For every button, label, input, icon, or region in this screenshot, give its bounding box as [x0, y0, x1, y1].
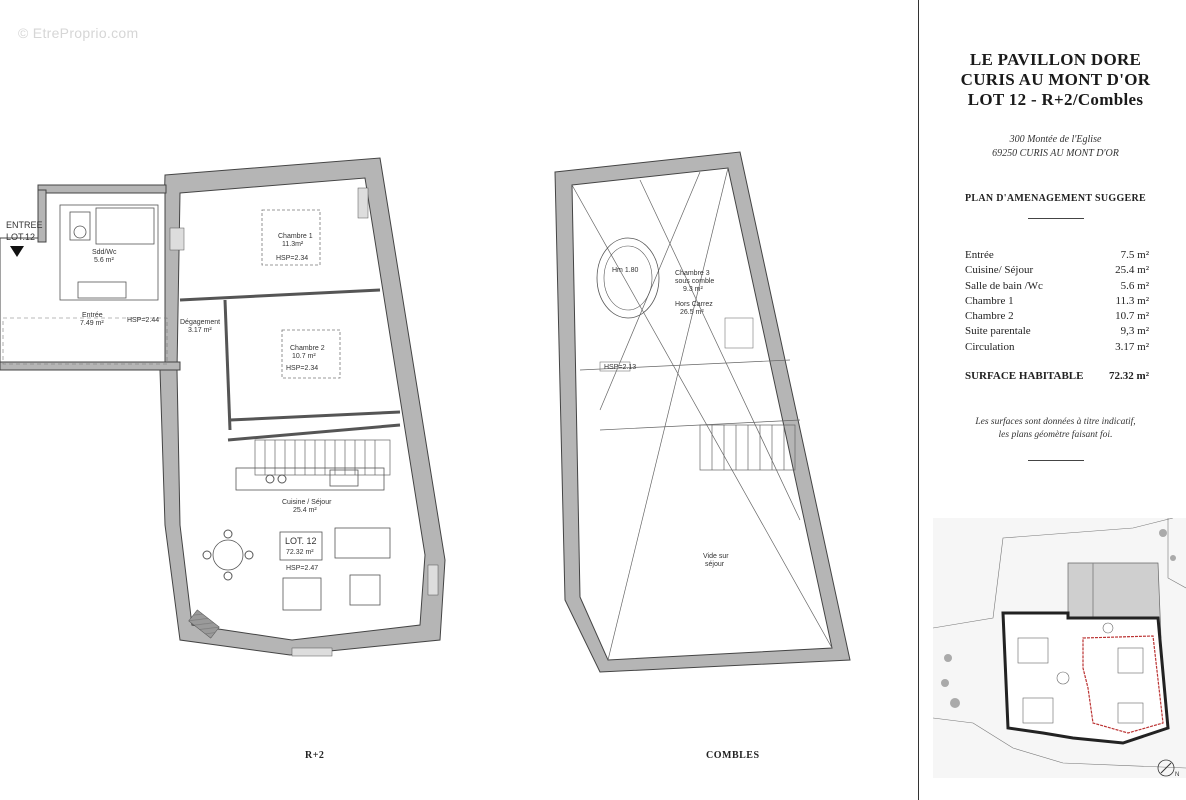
chambre2-name: Chambre 2 [290, 345, 325, 352]
chambre3-name: Chambre 3 [675, 270, 710, 277]
surface-name: Entrée [965, 249, 994, 261]
surface-name: Circulation [965, 340, 1015, 353]
combles-stairs [699, 424, 796, 471]
hors-carrez-area: 26.5 m² [680, 309, 704, 316]
note-rule [1027, 460, 1084, 461]
note-line-2: les plans géomètre faisant foi. [998, 430, 1113, 440]
surface-name: Chambre 1 [965, 294, 1014, 307]
section-rule [1027, 218, 1084, 219]
combles-bathtub [596, 237, 660, 319]
surface-row: Suite parentale 9,3 m² [965, 324, 1149, 339]
surface-name: Salle de bain /Wc [965, 279, 1043, 292]
cuisine-name: Cuisine / Séjour [282, 499, 332, 506]
r2-stairs [254, 439, 391, 476]
entree-arrow-icon [10, 246, 24, 257]
entree-hsp: HSP=2.44 [127, 317, 159, 324]
combles-caption: COMBLES [706, 750, 760, 761]
surface-value: 5.6 m² [1120, 279, 1149, 292]
compass-icon: N [1157, 759, 1179, 778]
entree-area: 7.49 m² [80, 320, 104, 327]
title-line-2: CURIS AU MONT D'OR [960, 70, 1151, 89]
combles-inner-floor [571, 167, 833, 661]
sdd-name: Sdd/Wc [92, 249, 117, 256]
chambre3-sub: sous comble [675, 278, 714, 285]
r2-inner-floor [176, 177, 426, 641]
surface-row: Salle de bain /Wc 5.6 m² [965, 279, 1149, 294]
lot-name: LOT. 12 [285, 536, 317, 546]
chambre1-hsp: HSP=2.34 [276, 255, 308, 262]
chambre2-area: 10.7 m² [292, 353, 316, 360]
surface-name: Cuisine/ Séjour [965, 264, 1034, 277]
chambre1-name: Chambre 1 [278, 233, 313, 240]
title-line-3: LOT 12 - R+2/Combles [967, 90, 1144, 109]
address-line-2: 69250 CURIS AU MONT D'OR [992, 148, 1119, 159]
dining-table [212, 539, 244, 571]
cuisine-area: 25.4 m² [293, 507, 317, 514]
surface-value: 25.4 m² [1115, 264, 1149, 277]
surface-name: Suite parentale [965, 325, 1031, 338]
degagement-name: Dégagement [180, 319, 220, 326]
plan-r2 [0, 157, 446, 657]
panel-divider [918, 0, 919, 800]
surface-total: SURFACE HABITABLE 72.32 m² [965, 370, 1149, 382]
location-plan: N [933, 518, 1186, 778]
surface-row: Entrée 7.5 m² [965, 248, 1149, 263]
lot-area: 72.32 m² [286, 549, 314, 556]
sdd-area: 5.6 m² [94, 257, 115, 264]
hm-label: Hm 1.80 [612, 267, 639, 274]
surface-total-value: 72.32 m² [1109, 370, 1149, 382]
surface-value: 10.7 m² [1115, 310, 1149, 323]
surface-value: 3.17 m² [1115, 340, 1149, 353]
chambre1-area: 11.3m² [282, 241, 304, 248]
vide-line2: séjour [705, 561, 725, 568]
hsp-combles: HSP=2.13 [604, 364, 636, 371]
surface-name: Chambre 2 [965, 310, 1014, 323]
chambre3-area: 9.3 m² [683, 286, 704, 293]
surface-value: 11.3 m² [1115, 294, 1149, 307]
surface-value: 7.5 m² [1120, 249, 1149, 261]
lot-hsp: HSP=2.47 [286, 565, 318, 572]
entree-marker-line2: LOT.12 [6, 232, 35, 242]
r2-caption: R+2 [305, 750, 325, 761]
degagement-area: 3.17 m² [188, 327, 212, 334]
lot-highlight [1082, 635, 1164, 734]
plan-combles [554, 151, 851, 673]
surface-value: 9,3 m² [1120, 325, 1149, 338]
floor-plans: ENTREE LOT.12 Sdd/Wc 5.6 m² Entrée 7.49 … [0, 151, 851, 673]
info-panel: LE PAVILLON DORE CURIS AU MONT D'OR LOT … [925, 0, 1186, 800]
vide-line1: Vide sur [703, 553, 729, 560]
surface-row: Cuisine/ Séjour 25.4 m² [965, 263, 1149, 278]
watermark-text: © EtreProprio.com [18, 25, 139, 41]
title-line-1: LE PAVILLON DORE [969, 50, 1142, 69]
surface-total-label: SURFACE HABITABLE [965, 370, 1084, 382]
hors-carrez-label: Hors Carrez [675, 301, 713, 308]
surface-row: Chambre 1 11.3 m² [965, 294, 1149, 309]
r2-annex-walls [0, 189, 166, 371]
chambre2-hsp: HSP=2.34 [286, 365, 318, 372]
plan-section-title: PLAN D'AMENAGEMENT SUGGERE [965, 193, 1146, 204]
compass-label: N [1175, 772, 1179, 778]
surfaces-table: Entrée 7.5 m² Cuisine/ Séjour 25.4 m² Sall… [965, 248, 1149, 355]
entree-name: Entrée [82, 312, 103, 319]
address-line-1: 300 Montée de l'Eglise [1009, 134, 1102, 145]
surface-row: Circulation 3.17 m² [965, 340, 1149, 355]
note-line-1: Les surfaces sont données à titre indica… [975, 417, 1136, 427]
entree-marker-line1: ENTREE [6, 220, 43, 230]
surface-row: Chambre 2 10.7 m² [965, 309, 1149, 324]
